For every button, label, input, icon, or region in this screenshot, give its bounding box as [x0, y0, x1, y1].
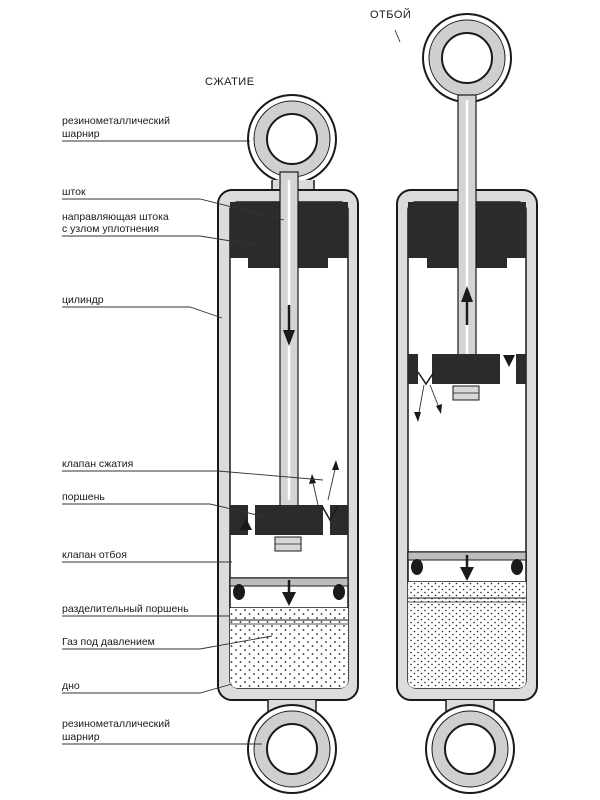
label-top-joint-2: шарнир	[62, 128, 100, 140]
top-eye-left	[247, 94, 337, 184]
label-rebound-valve: клапан отбоя	[62, 549, 127, 561]
leader-compression-valve	[62, 470, 324, 481]
top-eye-right	[422, 13, 512, 103]
label-rod-guide-1: направляющая штока	[62, 211, 169, 223]
label-bottom-joint-2: шарнир	[62, 731, 100, 743]
leader-cylinder	[62, 306, 223, 319]
compression-shock	[217, 94, 359, 794]
label-compression-valve: клапан сжатия	[62, 458, 133, 470]
label-rod-guide-2: с узлом уплотнения	[62, 223, 159, 235]
piston-right	[432, 354, 500, 384]
arrow-down-icon	[283, 330, 295, 346]
bottom-eye-left	[247, 704, 337, 794]
leader-rod	[62, 198, 285, 221]
label-piston: поршень	[62, 491, 105, 503]
leader-piston	[62, 503, 271, 519]
leader-rod-guide	[62, 235, 263, 247]
label-rod: шток	[62, 186, 86, 198]
valve-arrow-icon	[240, 518, 252, 530]
label-separating-piston: разделительный поршень	[62, 603, 189, 615]
label-cylinder: цилиндр	[62, 294, 104, 306]
rebound-tick	[394, 29, 401, 43]
arrow-up-icon	[461, 286, 473, 302]
label-gas: Газ под давлением	[62, 636, 155, 648]
bottom-eye-right	[425, 704, 515, 794]
compression-title: СЖАТИЕ	[205, 76, 255, 88]
label-top-joint-1: резинометаллический	[62, 115, 170, 127]
arrow-down-icon	[460, 567, 474, 581]
rebound-shock	[396, 13, 538, 794]
piston-left	[255, 505, 323, 535]
rebound-title: ОТБОЙ	[370, 8, 411, 21]
leader-bottom	[62, 683, 233, 694]
gas-chamber-left	[230, 608, 348, 688]
label-bottom-joint-1: резинометаллический	[62, 718, 170, 730]
arrow-down-icon	[282, 592, 296, 606]
label-bottom: дно	[62, 680, 80, 692]
gas-chamber-right	[408, 582, 526, 688]
leader-gas	[62, 635, 273, 650]
